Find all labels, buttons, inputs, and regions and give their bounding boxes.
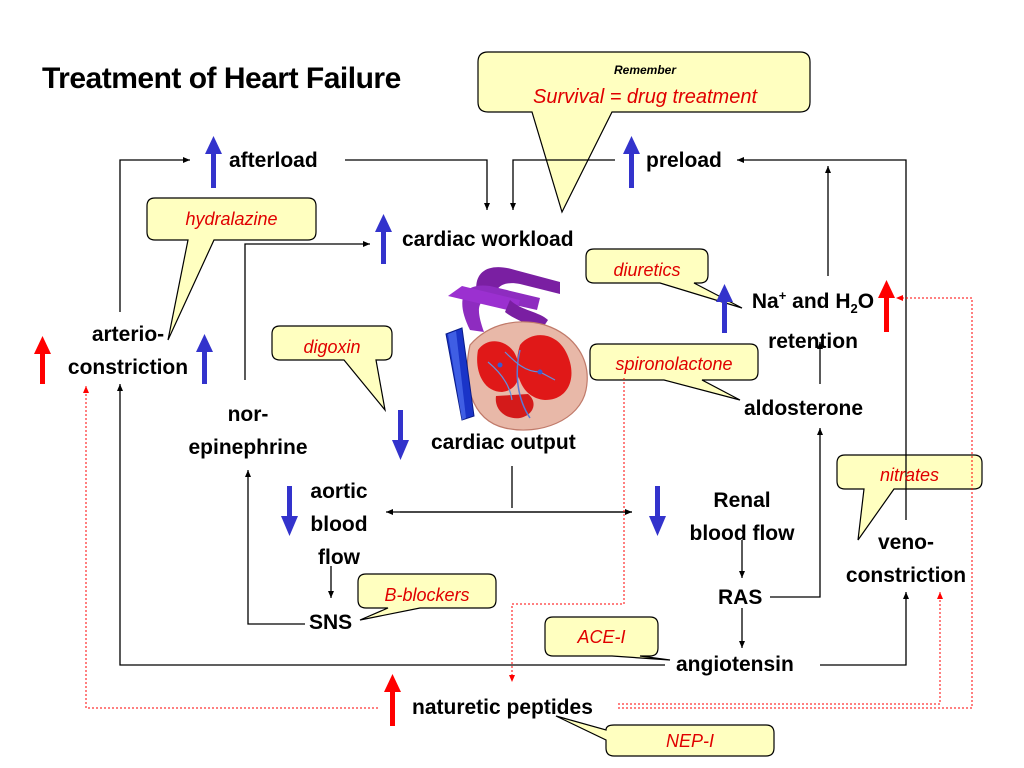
cardiac-workload-label: cardiac workload	[402, 228, 574, 251]
arterio-constriction-up-arrow-blue	[196, 334, 213, 384]
aortic-line2: blood	[310, 513, 368, 536]
angiotensin-label: angiotensin	[676, 653, 794, 676]
nor-epinephrine-label: nor- epinephrine	[176, 398, 320, 464]
diuretics-label: diuretics	[613, 260, 681, 280]
aortic-line1: aortic	[310, 480, 368, 503]
sns-label: SNS	[309, 611, 353, 634]
arterio-constriction-label: arterio- constriction	[56, 318, 200, 384]
b-blockers-callout	[357, 573, 497, 621]
spironolactone-callout	[589, 343, 759, 401]
veno-line1: veno-	[877, 531, 934, 554]
hydralazine-label: hydralazine	[185, 209, 278, 229]
na-h2o-retention-label: Na+ and H2O retention	[738, 279, 888, 358]
veno-constriction-label: veno- constriction	[834, 526, 978, 592]
na-h2o-up-arrow-blue	[716, 284, 733, 333]
renal-line2: blood flow	[689, 522, 795, 545]
spironolactone-label: spironolactone	[615, 354, 733, 374]
afterload-up-arrow	[205, 136, 222, 188]
arterio-constriction-up-arrow-red	[34, 336, 51, 384]
renal-blood-flow-label: Renal blood flow	[672, 484, 812, 550]
digoxin-callout	[271, 325, 393, 413]
arterio-line2: constriction	[67, 356, 189, 379]
hydralazine-callout	[146, 197, 317, 341]
aortic-blood-flow-label: aortic blood flow	[294, 475, 384, 574]
preload-up-arrow	[623, 136, 640, 188]
ace-i-callout	[544, 616, 671, 661]
connectors	[117, 157, 909, 666]
arterio-line1: arterio-	[91, 323, 165, 346]
preload-label: preload	[646, 149, 722, 172]
na-h2o-up-arrow-red	[878, 280, 895, 332]
b-blockers-label: B-blockers	[384, 585, 470, 605]
afterload-label: afterload	[229, 149, 318, 172]
renal-flow-down-arrow	[649, 486, 666, 536]
digoxin-label: digoxin	[303, 337, 361, 357]
nitrates-callout	[836, 454, 983, 541]
naturetic-peptide-pathways	[83, 295, 973, 709]
remember-text: Survival = drug treatment	[533, 86, 757, 108]
veno-line2: constriction	[845, 564, 967, 587]
nitrates-label: nitrates	[879, 465, 940, 485]
cardiac-output-label: cardiac output	[431, 431, 576, 454]
aldosterone-label: aldosterone	[744, 397, 864, 420]
workload-up-arrow	[375, 214, 392, 264]
na-h2o-line2: retention	[768, 330, 858, 354]
remember-heading: Remember	[613, 63, 677, 77]
aortic-flow-down-arrow	[281, 486, 298, 536]
page-title: Treatment of Heart Failure	[42, 62, 401, 95]
nor-epinephrine-line1: nor-	[227, 403, 269, 426]
na-h2o-line1: Na+ and H2O	[751, 288, 875, 317]
naturetic-peptides-label: naturetic peptides	[412, 696, 593, 719]
nep-i-label: NEP-I	[665, 731, 714, 751]
renal-line1: Renal	[713, 489, 771, 512]
aortic-line3: flow	[318, 546, 360, 569]
cardiac-output-down-arrow	[392, 410, 409, 460]
heart-illustration	[445, 267, 588, 431]
ras-label: RAS	[718, 586, 763, 609]
remember-callout	[477, 51, 811, 214]
naturetic-up-arrow-red	[384, 674, 401, 726]
nor-epinephrine-line2: epinephrine	[188, 436, 308, 459]
diuretics-callout	[585, 248, 743, 309]
ace-i-label: ACE-I	[577, 627, 626, 647]
nep-i-callout	[555, 715, 775, 757]
